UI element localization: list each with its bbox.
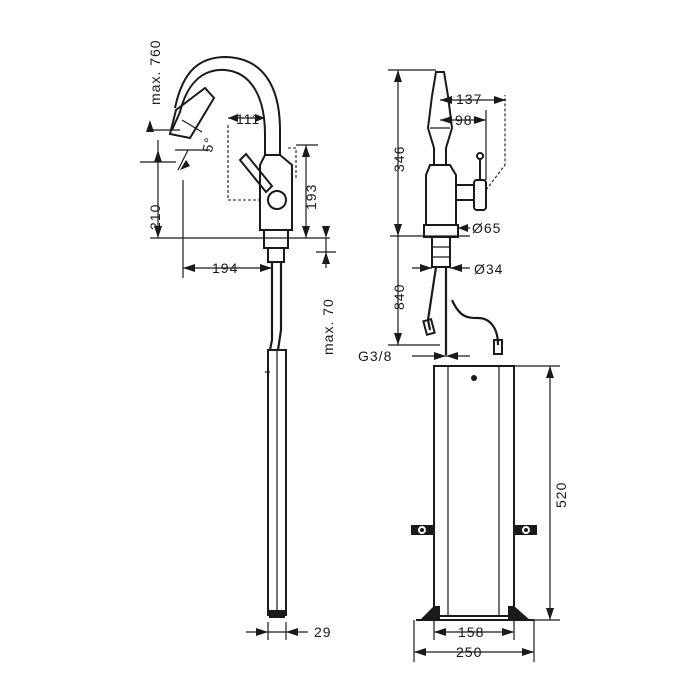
label-max-70: max. 70 [320, 298, 336, 355]
label-520: 520 [553, 482, 569, 508]
label-194: 194 [212, 260, 238, 276]
label-250: 250 [456, 644, 482, 660]
label-d65: Ø65 [472, 220, 501, 236]
base-front [423, 224, 459, 238]
shank-front [431, 236, 451, 268]
left-faucet-view [140, 55, 336, 640]
label-5-deg: 5° [199, 136, 217, 154]
label-d34: Ø34 [474, 261, 503, 277]
label-137: 137 [456, 91, 482, 107]
label-210: 210 [147, 204, 163, 230]
lever-side [473, 179, 487, 211]
dimension-labels: max. 760 111 5° 210 193 194 max. 70 29 3… [147, 39, 569, 660]
body-front [425, 164, 457, 226]
label-840: 840 [391, 284, 407, 310]
label-193: 193 [303, 184, 319, 210]
faucet-body [259, 154, 293, 231]
label-98: 98 [455, 112, 473, 128]
label-158: 158 [458, 624, 484, 640]
pull-out-box [433, 365, 515, 617]
label-111: 111 [236, 111, 260, 127]
label-g38: G3/8 [358, 348, 392, 364]
lever [238, 152, 274, 194]
right-faucet-view [388, 69, 560, 662]
label-346: 346 [391, 146, 407, 172]
shank [267, 247, 285, 263]
label-max-760: max. 760 [147, 39, 163, 105]
label-29: 29 [314, 624, 332, 640]
spout-inner [174, 55, 281, 155]
base-flange [263, 229, 289, 249]
lever-pivot [267, 190, 287, 210]
spout-outer [171, 68, 266, 155]
